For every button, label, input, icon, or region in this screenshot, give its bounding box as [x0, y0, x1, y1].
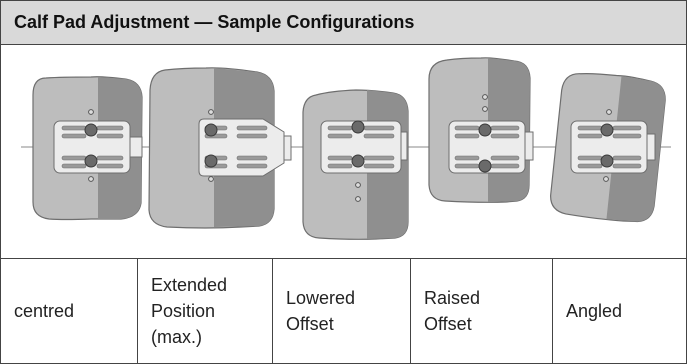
- config-label: centred: [14, 300, 75, 321]
- label-row: centred Extended Position (max.) Lowered…: [1, 259, 686, 363]
- calf-pad-lowered: [302, 89, 409, 240]
- config-label: Lowered Offset: [286, 287, 356, 334]
- label-cell-raised: Raised Offset: [411, 259, 553, 363]
- calf-pad-angled: [550, 72, 666, 223]
- calf-pad-centred: [32, 76, 143, 221]
- config-label: Angled: [566, 300, 623, 321]
- label-cell-angled: Angled: [553, 259, 686, 363]
- label-cell-centred: centred: [1, 259, 138, 363]
- calf-pad-extended: [148, 67, 292, 229]
- label-cell-extended: Extended Position (max.): [138, 259, 273, 363]
- config-label: Extended Position (max.): [151, 274, 228, 348]
- label-cell-lowered: Lowered Offset: [273, 259, 411, 363]
- illustration-row: [1, 45, 686, 259]
- config-label: Raised Offset: [424, 287, 481, 334]
- calf-pad-raised: [428, 57, 534, 203]
- table-title: Calf Pad Adjustment — Sample Configurati…: [14, 12, 415, 32]
- calf-pad-illustrations: [21, 57, 671, 240]
- table-header: Calf Pad Adjustment — Sample Configurati…: [1, 1, 686, 45]
